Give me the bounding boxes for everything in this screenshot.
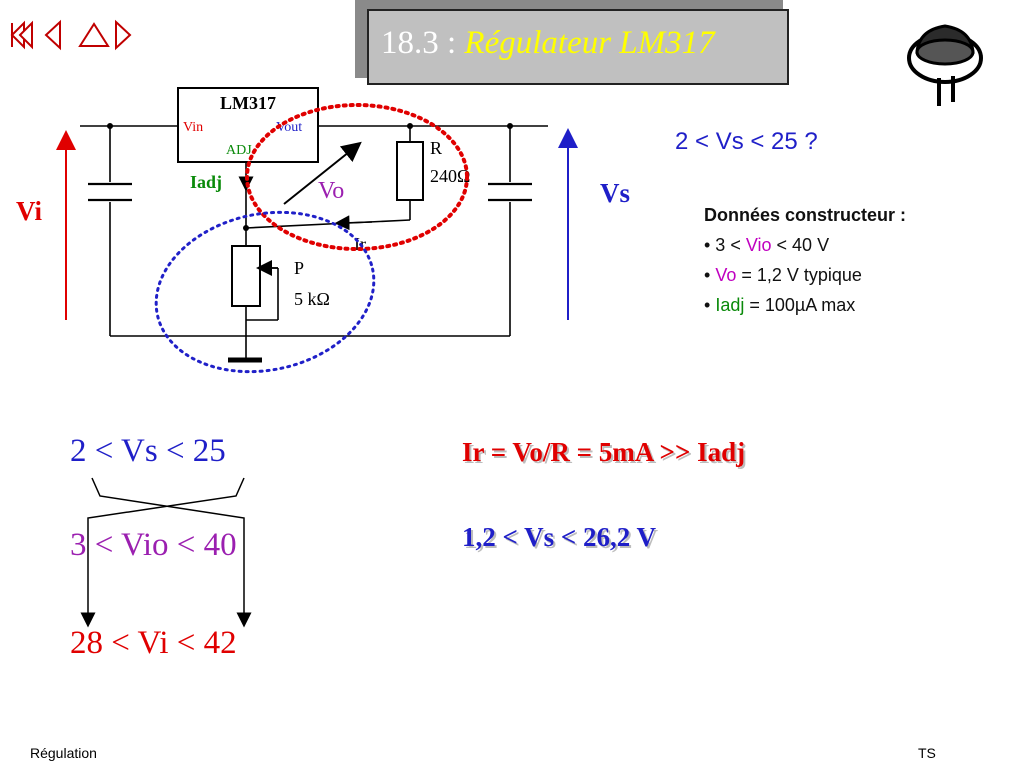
ir-result: Ir = Vo/R = 5mA >> Iadj [462,437,746,467]
vo-label: Vo [318,178,344,204]
footer-right: TS [918,745,936,761]
manufacturer-data: Données constructeur : • 3 < Vio < 40 V … [704,200,906,320]
spec-vo: • Vo = 1,2 V typique [704,265,862,285]
p-highlight-ellipse [154,210,376,374]
lm317-block [177,87,319,163]
vo-highlight-ellipse [245,103,469,251]
title-box: 18.3 : Régulateur LM317 [367,9,789,85]
lm317-label: LM317 [220,93,276,113]
input-capacitor [88,182,132,202]
manufacturer-data-heading: Données constructeur : [704,205,907,225]
to3-package-icon [907,24,983,106]
circuit-nodes [107,123,513,231]
vs-question: 2 < Vs < 25 ? [675,128,818,155]
potentiometer-p [231,245,261,307]
resistor-r-value: 240Ω [430,166,470,186]
potentiometer-p-value: 5 kΩ [294,289,330,309]
resistor-r [396,141,424,201]
spec-vio: • 3 < Vio < 40 V [704,235,830,255]
next-icon[interactable] [115,19,132,51]
potentiometer-p-name: P [294,258,304,278]
pin-vin-label: Vin [183,120,203,135]
vs-result: 1,2 < Vs < 26,2 V [462,522,657,552]
slide-navigation [10,19,132,51]
output-capacitor [488,182,532,202]
lm317-circuit: LM317 Vin Vout ADJ Iadj R 240Ω P 5 kΩ Vo… [16,87,630,374]
slide-title: 18.3 : Régulateur LM317 [381,25,715,61]
iadj-label: Iadj [190,172,222,192]
pin-adj-label: ADJ [226,143,252,158]
home-icon[interactable] [78,22,110,47]
vs-range-equation: 2 < Vs < 25 [70,433,226,469]
vs-label: Vs [600,178,630,208]
first-icon[interactable] [10,20,33,50]
previous-icon[interactable] [44,19,61,51]
resistor-r-name: R [430,138,442,158]
vi-label: Vi [16,196,42,226]
footer-left: Régulation [30,745,97,761]
vi-range-equation: 28 < Vi < 42 [70,625,237,661]
crossing-arrows [80,477,252,628]
vio-range-equation: 3 < Vio < 40 [70,527,237,563]
slide-title-emphasis: Régulateur LM317 [464,25,715,61]
spec-iadj: • Iadj = 100µA max [704,295,856,315]
